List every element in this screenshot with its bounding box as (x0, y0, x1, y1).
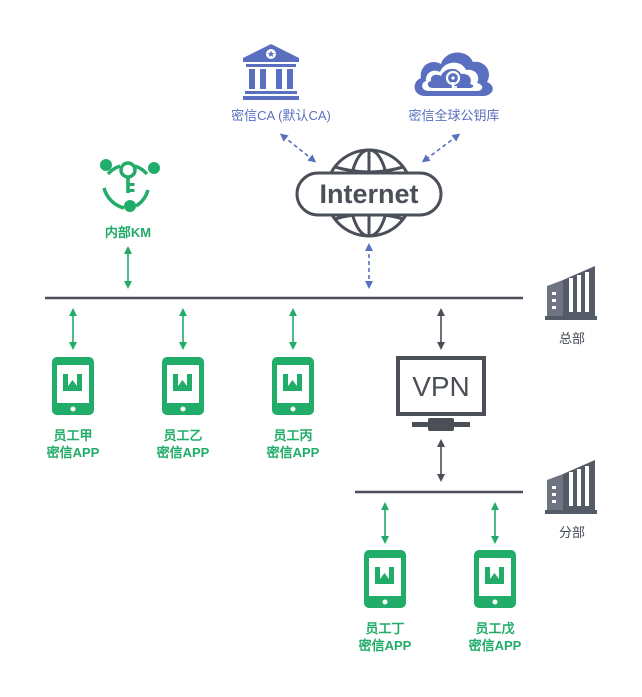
hq-label: 总部 (558, 331, 585, 346)
globe-icon (295, 148, 443, 238)
phone-icon (162, 357, 204, 415)
employee-name: 员工甲 (53, 428, 93, 443)
employee-name: 员工戊 (475, 621, 515, 636)
employee-label: 员工乙 密信APP (138, 427, 228, 461)
employee-name: 员工丙 (273, 428, 313, 443)
employee-app: 密信APP (156, 445, 210, 460)
phone-icon (364, 550, 406, 608)
internet-label: Internet (319, 179, 418, 209)
vpn-label: VPN (412, 371, 470, 402)
employee-app: 密信APP (468, 638, 522, 653)
employee-app: 密信APP (46, 445, 100, 460)
employee-label: 员工甲 密信APP (28, 427, 118, 461)
bank-building-icon (243, 44, 299, 100)
pubkey-label: 密信全球公钥库 (408, 108, 500, 123)
vpn-device-icon (396, 356, 486, 431)
hq-building-icon (545, 266, 597, 320)
km-label: 内部KM (104, 225, 152, 240)
employee-app: 密信APP (358, 638, 412, 653)
ca-label: 密信CA (默认CA) (231, 108, 331, 123)
cloud-key-icon (414, 52, 493, 96)
employee-name: 员工乙 (163, 428, 203, 443)
employee-label: 员工丙 密信APP (248, 427, 338, 461)
branch-label: 分部 (558, 525, 585, 540)
pubkey-internet-arrow (421, 133, 461, 163)
ca-internet-arrow (279, 133, 317, 163)
branch-building-icon (545, 460, 597, 514)
employee-label: 员工丁 密信APP (340, 620, 430, 654)
employee-app: 密信APP (266, 445, 320, 460)
phone-icon (52, 357, 94, 415)
phone-icon (474, 550, 516, 608)
employee-label: 员工戊 密信APP (450, 620, 540, 654)
employee-name: 员工丁 (365, 621, 405, 636)
phone-icon (272, 357, 314, 415)
key-network-icon (100, 159, 160, 212)
